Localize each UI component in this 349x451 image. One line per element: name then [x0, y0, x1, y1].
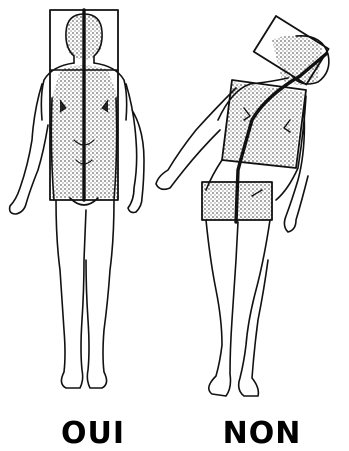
upright-right-arm [126, 84, 144, 213]
upright-figure [10, 10, 144, 388]
slouched-legs [206, 220, 270, 396]
slouched-figure [156, 16, 329, 396]
caption-non: NON [192, 418, 332, 450]
upright-legs [56, 200, 114, 388]
upright-left-arm [10, 84, 48, 214]
caption-oui: OUI [38, 418, 148, 450]
